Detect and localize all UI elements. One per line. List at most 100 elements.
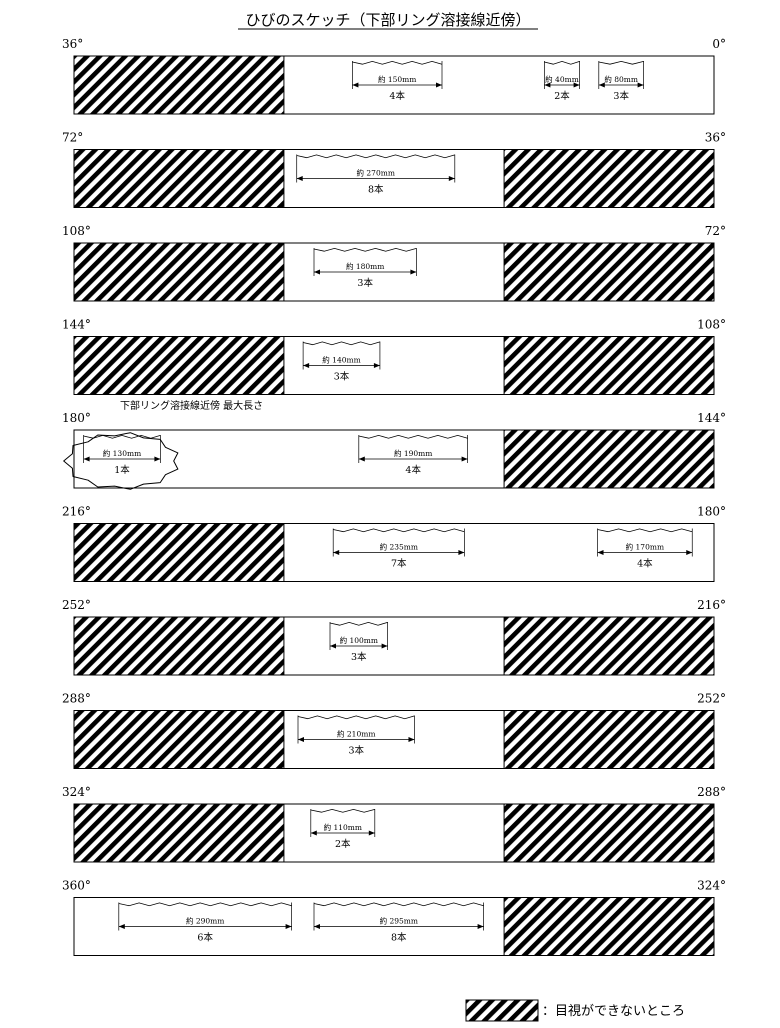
crack-count-label: 3本 xyxy=(351,651,367,663)
crack-line xyxy=(329,621,388,626)
crack-length-label: 約 130mm xyxy=(103,448,141,458)
crack-count-label: 1本 xyxy=(114,464,130,476)
crack-count-label: 6本 xyxy=(197,932,213,944)
crack-line xyxy=(598,60,644,65)
row-right-angle: 252° xyxy=(697,692,726,706)
sketch-row: 288° 252° 約 210mm 3本 xyxy=(62,692,726,769)
crack-count-label: 8本 xyxy=(368,184,384,196)
crack-line xyxy=(310,808,375,813)
crack-length-label: 約 140mm xyxy=(322,355,360,365)
hatched-area xyxy=(503,616,715,676)
crack-count-label: 3本 xyxy=(348,745,364,757)
dimension-arrow xyxy=(314,269,320,275)
dimension-arrow xyxy=(358,456,365,462)
crack-count-label: 8本 xyxy=(391,932,407,944)
legend-label: ：目視ができないところ xyxy=(542,1004,685,1019)
hatched-area xyxy=(73,55,285,115)
row-right-angle: 0° xyxy=(712,37,726,51)
dimension-arrow xyxy=(296,176,303,181)
crack-count-label: 4本 xyxy=(637,558,653,570)
hatched-area xyxy=(503,897,715,956)
hatched-area xyxy=(503,242,715,302)
hatched-area xyxy=(503,336,715,395)
hatched-area xyxy=(73,523,285,582)
dimension-arrow xyxy=(118,924,125,929)
row-left-angle: 144° xyxy=(62,318,91,332)
row-right-angle: 36° xyxy=(705,131,726,145)
row-left-angle: 252° xyxy=(62,598,91,612)
hatched-area xyxy=(503,803,715,863)
dimension-arrow xyxy=(330,643,336,649)
dimension-arrow xyxy=(408,737,415,742)
hatched-area xyxy=(73,710,285,769)
crack-line xyxy=(303,341,381,346)
row-left-angle: 216° xyxy=(62,505,91,519)
dimension-arrow xyxy=(436,82,442,88)
row-left-angle: 288° xyxy=(62,692,91,706)
dimension-arrow xyxy=(461,456,468,462)
row-left-angle: 72° xyxy=(62,131,83,145)
crack-annotation: 約 295mm 8本 xyxy=(313,902,484,944)
crack-annotation: 約 180mm 3本 xyxy=(313,247,417,289)
max-length-cloud-marker xyxy=(63,432,179,490)
crack-length-label: 約 295mm xyxy=(380,916,418,926)
crack-count-label: 3本 xyxy=(334,371,350,383)
dimension-arrow xyxy=(352,82,359,88)
sketch-row: 216° 180° 約 235mm 7本 約 170mm 4本 xyxy=(62,505,726,582)
crack-count-label: 7本 xyxy=(391,558,407,570)
dimension-arrow xyxy=(477,924,484,929)
dimension-arrow xyxy=(448,176,455,181)
crack-count-label: 3本 xyxy=(357,277,373,289)
crack-length-label: 約 235mm xyxy=(380,542,418,552)
row-right-angle: 324° xyxy=(697,879,726,893)
dimension-arrow xyxy=(285,924,292,929)
row-right-angle: 180° xyxy=(697,505,726,519)
crack-line xyxy=(296,154,455,159)
crack-line xyxy=(333,528,465,533)
hatched-area xyxy=(73,336,285,395)
crack-length-label: 約 40mm xyxy=(545,74,579,84)
row-left-angle: 360° xyxy=(62,879,91,893)
dimension-arrow xyxy=(310,830,317,836)
dimension-arrow xyxy=(637,82,644,88)
dimension-arrow xyxy=(410,269,417,275)
dimension-arrow xyxy=(368,830,375,836)
crack-annotation: 約 140mm 3本 xyxy=(302,341,381,383)
hatched-area xyxy=(73,242,285,302)
row-right-angle: 144° xyxy=(697,411,726,425)
crack-length-label: 約 170mm xyxy=(626,542,664,552)
row-left-angle: 324° xyxy=(62,785,91,799)
row-left-angle: 36° xyxy=(62,37,83,51)
dimension-arrow xyxy=(298,737,304,742)
row-left-angle: 108° xyxy=(62,224,91,238)
row-left-angle: 180° xyxy=(62,411,91,425)
crack-line xyxy=(544,60,580,65)
dimension-arrow xyxy=(381,643,388,649)
crack-annotation: 約 130mm 1本 xyxy=(63,432,179,490)
crack-count-label: 4本 xyxy=(405,464,421,476)
dimension-arrow xyxy=(314,924,320,929)
crack-line xyxy=(313,902,484,907)
dimension-arrow xyxy=(597,550,604,555)
crack-line xyxy=(358,434,468,439)
dimension-arrow xyxy=(544,82,551,88)
legend: ：目視ができないところ xyxy=(465,999,685,1022)
crack-length-label: 約 180mm xyxy=(346,261,384,271)
crack-length-label: 約 210mm xyxy=(337,729,375,739)
page-title: ひびのスケッチ（下部リング溶接線近傍） xyxy=(245,11,530,29)
legend-hatch-swatch xyxy=(465,999,539,1022)
crack-count-label: 3本 xyxy=(613,90,629,102)
crack-length-label: 約 150mm xyxy=(378,74,416,84)
